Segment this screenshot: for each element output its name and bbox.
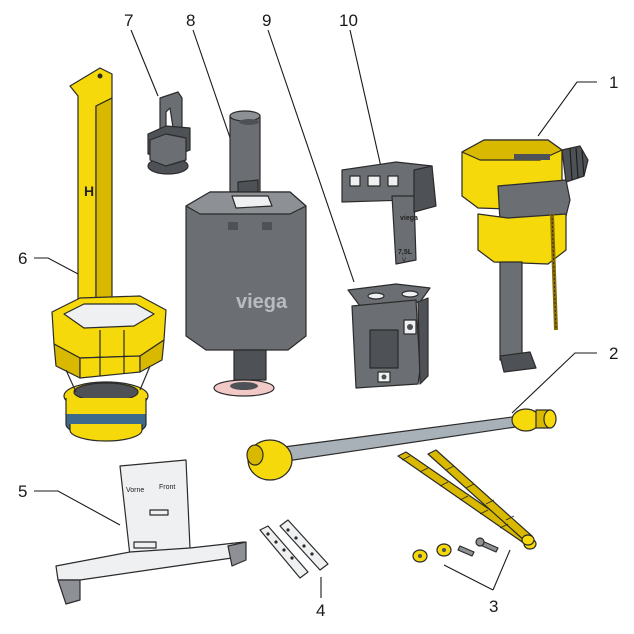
callout-9: 9 — [262, 11, 271, 30]
callout-6: 6 — [18, 249, 27, 268]
part-7-clip — [147, 91, 191, 175]
callout-4: 4 — [316, 601, 325, 620]
leader-10 — [349, 29, 382, 168]
leader-2 — [511, 352, 597, 414]
callout-8: 8 — [186, 11, 195, 30]
leader-1 — [537, 81, 597, 137]
part-3-rods-and-screws — [397, 449, 537, 563]
part-9-bracket — [347, 283, 431, 389]
leader-7 — [130, 29, 159, 97]
viega-logo-small: viega — [400, 215, 418, 222]
part-1-fill-valve — [461, 139, 589, 373]
callout-3: 3 — [489, 597, 498, 616]
leader-9 — [267, 29, 355, 283]
part-4-anchors — [259, 519, 329, 579]
part-5-mounting-plate: Vorne Front — [55, 459, 247, 605]
part-10-holder: viega 7,5L V — [341, 161, 437, 265]
capacity-marking: 7,5L — [398, 249, 413, 256]
callout-5: 5 — [18, 482, 27, 501]
handle-symbol: H — [84, 183, 94, 199]
arrow-marking: V — [402, 258, 406, 264]
part-8-flush-body: viega — [185, 110, 307, 397]
leader-3b — [492, 549, 511, 591]
callout-7: 7 — [124, 11, 133, 30]
leader-6 — [34, 257, 81, 276]
part-6-flush-valve-frame: H — [51, 67, 167, 442]
callout-1: 1 — [609, 73, 618, 92]
front-label-en: Front — [159, 484, 175, 491]
callout-labels: 1 2 3 4 5 6 7 8 9 10 — [18, 11, 618, 620]
leader-3 — [443, 564, 494, 591]
leader-5 — [34, 490, 121, 526]
part-2-float-rod — [246, 408, 557, 481]
callout-10: 10 — [339, 11, 358, 30]
viega-logo-large: viega — [236, 291, 288, 313]
callout-2: 2 — [609, 344, 618, 363]
front-label-de: Vorne — [126, 487, 144, 494]
